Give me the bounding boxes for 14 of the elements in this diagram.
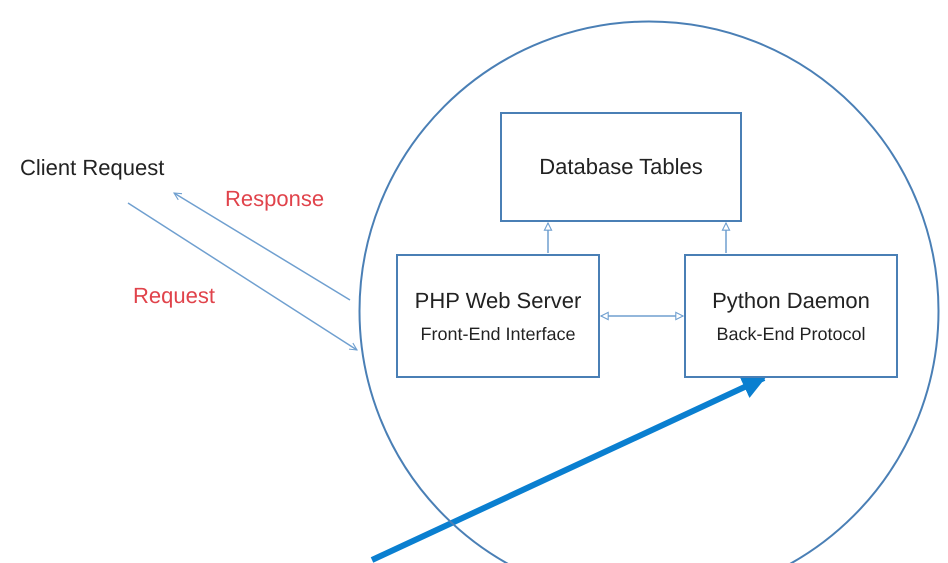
component-subtitle: Back-End Protocol (716, 324, 866, 344)
arrow (722, 222, 730, 253)
component-title: Python Daemon (712, 288, 870, 314)
component-title: Database Tables (539, 154, 703, 180)
arrow (544, 222, 552, 253)
client-label: Client Request (20, 155, 164, 181)
arrow (173, 192, 350, 301)
component-title: PHP Web Server (414, 288, 582, 314)
arrow (600, 312, 684, 320)
arrow (128, 202, 358, 351)
component-subtitle: Front-End Interface (420, 324, 576, 344)
component-box (500, 112, 742, 222)
component-box (684, 254, 898, 378)
component-box (396, 254, 600, 378)
